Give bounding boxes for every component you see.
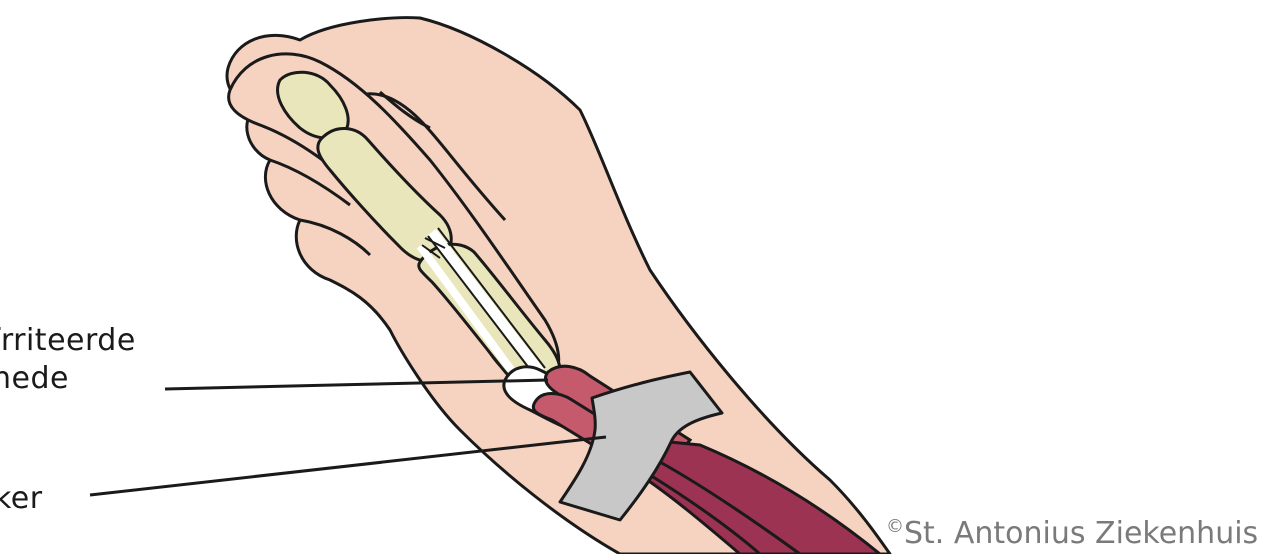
label-irritated-sheath: ïrriteerde hede (0, 322, 136, 398)
label-irritated-line1: ïrriteerde (0, 322, 136, 360)
copyright-symbol: © (886, 516, 904, 537)
label-irritated-line2: hede (0, 360, 136, 398)
copyright-notice: ©St. Antonius Ziekenhuis (886, 510, 1258, 551)
label-sheath: ker (0, 480, 43, 518)
copyright-text: St. Antonius Ziekenhuis (904, 516, 1258, 551)
